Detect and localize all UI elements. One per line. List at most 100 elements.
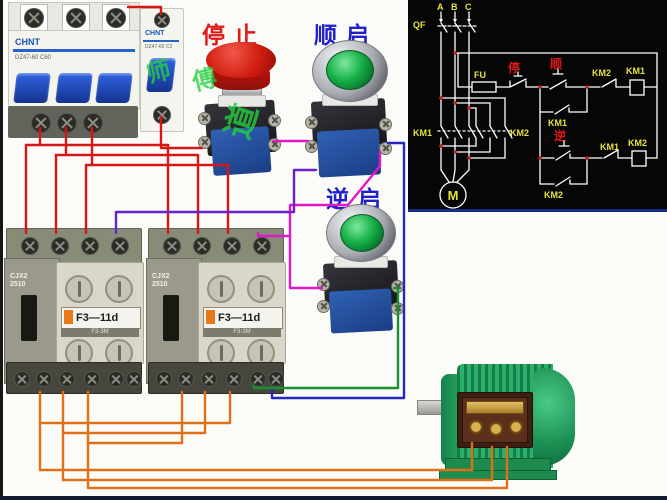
screw-terminal <box>250 371 266 387</box>
screw-terminal <box>57 113 77 133</box>
label-km1-interlock: KM1 <box>600 142 619 152</box>
screw-terminal <box>154 12 170 28</box>
screw-terminal <box>268 114 281 127</box>
circuit-breaker-3pole: CHNT DZ47-60 C60 <box>8 2 140 138</box>
schematic-panel: A B C QF FU 停 顺 逆 KM1 KM2 KM1 KM2 KM1 KM… <box>408 0 667 212</box>
label-km1-coil: KM1 <box>626 66 645 76</box>
breaker-bottom-terminals <box>8 106 138 138</box>
label-fu: FU <box>474 70 486 80</box>
screw-terminal <box>66 8 86 28</box>
aux-model-label: F3—11d <box>76 312 119 324</box>
screw-terminal <box>36 371 52 387</box>
electric-motor <box>415 352 575 484</box>
motor-terminal <box>509 420 523 434</box>
breaker-toggle <box>145 58 177 92</box>
orange-marker <box>64 310 73 324</box>
contactor-size: 2510 <box>152 281 168 288</box>
brand-logo: CHNT <box>145 30 165 37</box>
label-motor: M <box>448 188 459 203</box>
motor-terminal-box <box>457 392 533 448</box>
screw-terminal <box>379 118 392 131</box>
screw-terminal <box>198 112 211 125</box>
contactor-top-terminals <box>6 228 142 266</box>
screw-terminal <box>305 116 318 129</box>
screw-terminal <box>223 237 241 255</box>
screw-terminal <box>83 113 103 133</box>
contactor-size: 2510 <box>10 281 26 288</box>
label-qf: QF <box>413 20 426 30</box>
breaker-toggle <box>95 73 133 103</box>
screw-terminal <box>153 106 171 124</box>
label-reverse: 逆 <box>554 128 566 143</box>
aux-strip-label: F3-3M <box>61 328 139 337</box>
purple-control-wire <box>114 168 318 235</box>
contactor-km1: CJX2 2510 F3—11d F3-3M <box>4 228 144 394</box>
motor-terminal <box>469 420 483 434</box>
screw-terminal <box>178 371 194 387</box>
contactor-bottom-terminals <box>6 362 142 394</box>
screw-terminal <box>391 302 404 315</box>
screw-terminal <box>163 237 181 255</box>
screw-terminal <box>21 237 39 255</box>
contactor-bottom-terminals <box>148 362 284 394</box>
screw-terminal <box>305 140 318 153</box>
brand-logo: CHNT <box>15 37 40 47</box>
screw-terminal <box>198 136 211 149</box>
screw-terminal <box>317 300 330 313</box>
label-km2-interlock: KM2 <box>592 68 611 78</box>
orange-marker <box>206 310 215 324</box>
breaker-body: CHNT DZ47-60 C60 <box>8 30 140 110</box>
contactor-aux-block: F3—11d F3-3M <box>198 262 286 367</box>
screw-terminal <box>226 371 242 387</box>
motor-terminal <box>489 422 503 436</box>
screw-terminal <box>108 371 124 387</box>
red-mushroom-cap <box>206 42 276 78</box>
photo-left-edge <box>0 0 3 500</box>
breaker-rating: C60 <box>40 55 52 61</box>
screw-terminal <box>126 371 142 387</box>
screw-terminal <box>84 371 100 387</box>
screw-terminal <box>379 142 392 155</box>
breaker-rating: C2 <box>165 44 173 50</box>
breaker-model: DZ47-60 <box>145 44 165 50</box>
screw-terminal <box>156 371 172 387</box>
schematic-diagram: A B C QF FU 停 顺 逆 KM1 KM2 KM1 KM2 KM1 KM… <box>408 2 667 212</box>
screw-terminal <box>81 237 99 255</box>
label-km2-seal: KM2 <box>544 190 563 200</box>
photo-bottom-edge <box>0 496 667 500</box>
label-km1-main: KM1 <box>413 128 432 138</box>
label-km2-coil: KM2 <box>628 138 647 148</box>
label-phase-c: C <box>465 2 472 12</box>
label-phase-a: A <box>437 2 444 12</box>
screw-terminal <box>106 8 126 28</box>
screw-terminal <box>391 280 404 293</box>
screw-terminal <box>268 138 281 151</box>
contactor-series: CJX2 <box>152 273 170 280</box>
label-km2-main: KM2 <box>510 128 529 138</box>
screw-terminal <box>268 371 284 387</box>
screw-terminal <box>253 237 271 255</box>
green-button-lens <box>340 214 384 252</box>
circuit-breaker-1pole: CHNT DZ47-60 C2 <box>140 8 184 132</box>
contactor-aux-block: F3—11d F3-3M <box>56 262 144 367</box>
screw-terminal <box>317 278 330 291</box>
screw-terminal <box>193 237 211 255</box>
screw-terminal <box>31 113 51 133</box>
green-button-lens <box>326 50 374 90</box>
label-stop: 停 <box>508 60 520 75</box>
contactor-series: CJX2 <box>10 273 28 280</box>
aux-strip-label: F3-3M <box>203 328 281 337</box>
screw-terminal <box>14 371 30 387</box>
breaker-toggle <box>13 73 51 103</box>
screw-terminal <box>111 237 129 255</box>
screw-terminal <box>24 8 44 28</box>
breaker-model: DZ47-60 <box>15 55 39 61</box>
breaker-toggle <box>55 73 93 103</box>
label-forward: 顺 <box>550 56 562 71</box>
contactor-km2: CJX2 2510 F3—11d F3-3M <box>146 228 286 394</box>
label-km1-seal: KM1 <box>548 118 567 128</box>
screw-terminal <box>59 371 75 387</box>
screw-terminal <box>51 237 69 255</box>
screw-terminal <box>201 371 217 387</box>
